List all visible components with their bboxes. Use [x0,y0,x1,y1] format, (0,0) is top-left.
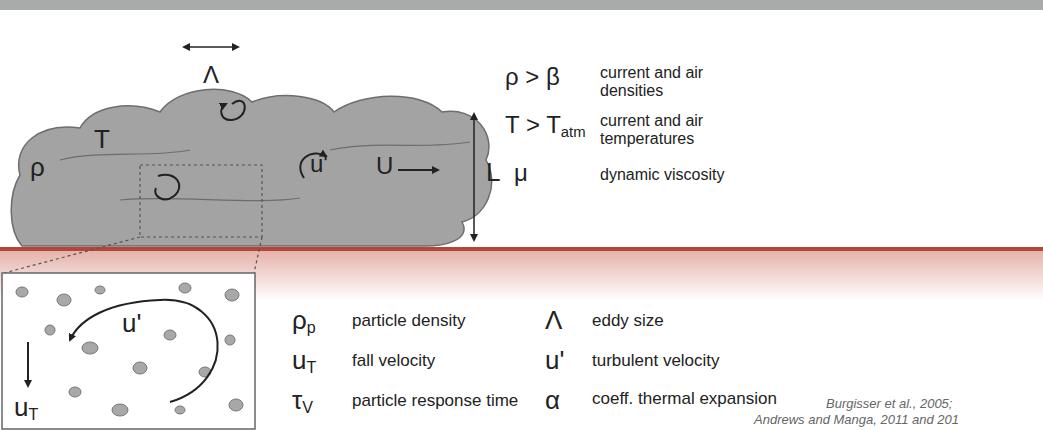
symbol: ρp [292,306,316,335]
eddy-symbol: Λ [203,62,219,88]
description: current and air temperatures [600,112,722,147]
eddy-size-arrow [188,46,238,48]
description: eddy size [592,312,664,331]
zoom-box [140,165,262,237]
symbol: μ [514,160,528,186]
symbol: uT [292,346,316,375]
zoom-leader [254,237,262,273]
symbol-label: ρ [30,153,45,182]
description: current and air densities [600,64,722,99]
description: coeff. thermal expansion [592,390,777,409]
top-bar [0,0,1043,10]
symbol-label: U [376,153,393,179]
description: turbulent velocity [592,352,720,371]
symbol: u' [545,346,564,375]
symbol-label: u' [310,151,328,177]
thickness-symbol: L [486,158,500,187]
description: fall velocity [352,352,435,371]
eddy-swirl [221,101,245,120]
turbulent-path [70,300,218,402]
symbol: τV [292,386,313,415]
current-cloud [11,89,491,246]
symbol-label: T [94,125,110,154]
thickness-arrow [473,118,475,240]
flow-arrow [398,169,438,171]
description: particle density [352,312,465,331]
particle-inset: u' uT [2,273,255,429]
symbol: ρ > β [505,64,560,90]
fall-arrow [27,342,29,386]
cloud-streaks [60,142,470,201]
current-cloud-region: ρ Tu' U [20,55,490,247]
symbol-label: u' [122,309,141,338]
symbol: T > Tatm [505,112,586,138]
zoom-leader [4,237,140,273]
citation: Burgisser et al., 2005; [826,397,952,411]
particles [16,283,243,416]
symbol: Λ [545,306,562,335]
symbol-label: uT [14,393,38,422]
symbol: α [545,386,560,415]
ground-line [0,247,1043,251]
inset-frame [2,273,255,429]
inset-swirl [155,175,179,200]
description: particle response time [352,392,518,411]
description: dynamic viscosity [600,166,724,184]
citation: Andrews and Manga, 2011 and 201 [754,413,959,427]
